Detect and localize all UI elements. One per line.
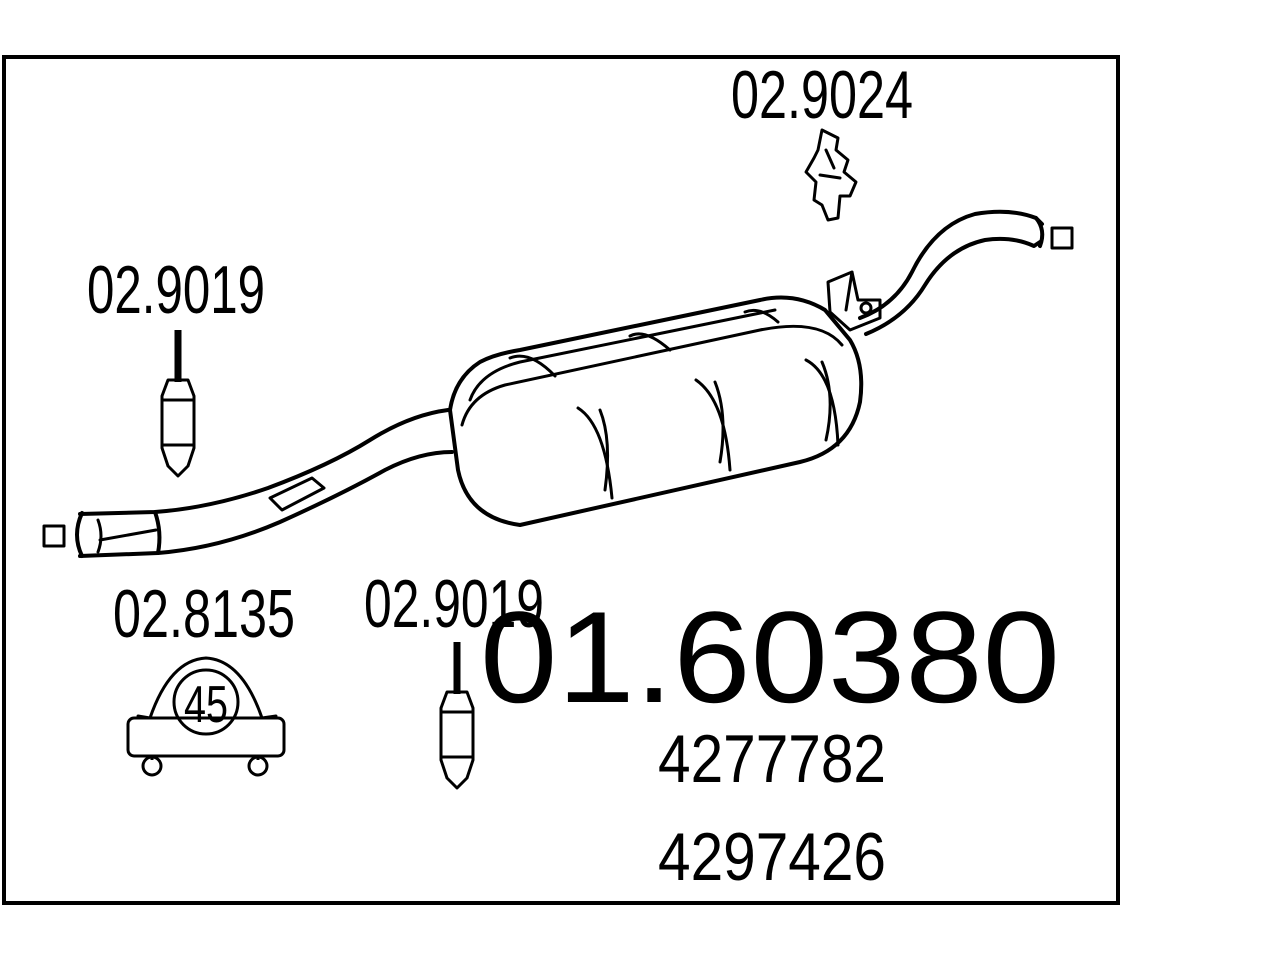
inlet-connector — [42, 524, 66, 548]
silencer-body — [448, 295, 864, 527]
label-mount-bottom: 02.9019 — [364, 566, 544, 642]
oe-number-1: 4277782 — [658, 721, 886, 797]
outlet-pipe — [858, 209, 1044, 336]
pipe-clamp-icon — [126, 656, 286, 777]
outlet-connector — [1050, 226, 1074, 250]
clamp-size: 45 — [184, 676, 228, 734]
diagram-frame — [2, 55, 1120, 905]
label-hanger-top: 02.9024 — [731, 57, 913, 133]
rubber-mount-icon — [160, 330, 196, 478]
hanger-rubber-icon — [804, 128, 858, 222]
part-number: 01.60380 — [480, 584, 1060, 730]
inlet-pipe — [78, 408, 454, 558]
label-mount-left: 02.9019 — [87, 252, 265, 328]
oe-number-2: 4297426 — [658, 819, 886, 895]
pipe-bead — [268, 476, 326, 512]
exhaust-silencer-assembly — [42, 209, 1074, 558]
rubber-mount-icon — [439, 642, 475, 790]
label-clamp: 02.8135 — [113, 576, 295, 652]
